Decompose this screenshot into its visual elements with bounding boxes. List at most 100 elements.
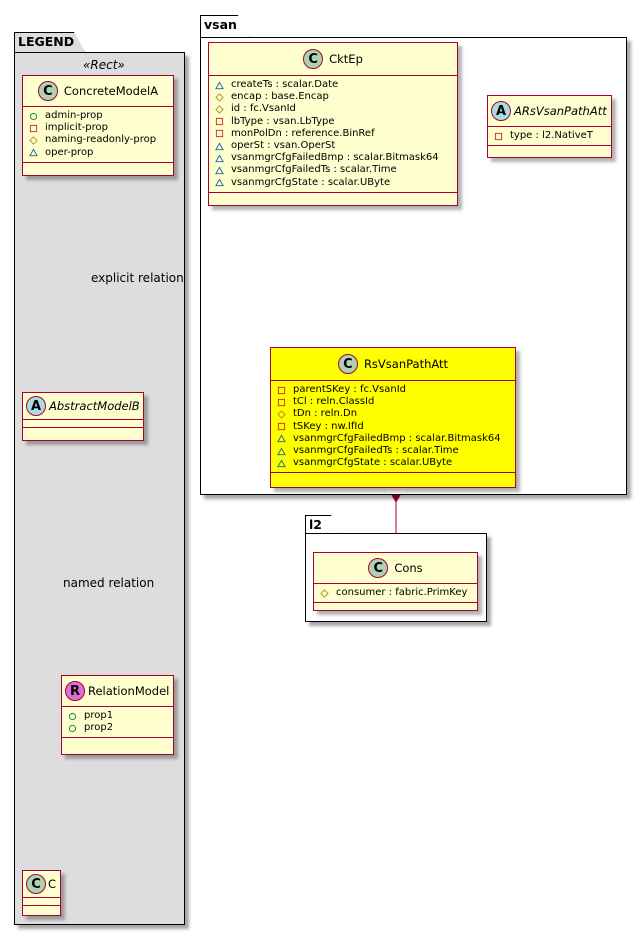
attribute-row: oper-prop [29,147,173,159]
visibility-package-icon [215,154,227,163]
attribute-text: prop1 [84,710,114,721]
attribute-row: tSKey : nw.IfId [277,421,515,433]
explicit-relation-label: explicit relation [91,271,184,285]
attribute-row: prop2 [68,722,173,734]
visibility-private-icon [494,132,506,141]
class-header: C C [23,871,60,898]
visibility-private-icon [277,386,289,395]
method-compartment [314,603,477,611]
legend-package-body [14,52,185,925]
attribute-row: operSt : vsan.OperSt [215,140,457,152]
method-compartment [62,738,173,746]
attribute-row: monPolDn : reference.BinRef [215,128,457,140]
attribute-text: tDn : reln.Dn [293,408,358,420]
visibility-protected-icon [29,136,41,145]
class-spot-icon: C [368,558,389,578]
visibility-protected-icon [215,93,227,102]
class-ars-vsan-path-att[interactable]: A ARsVsanPathAtt type : l2.NativeT [487,95,612,158]
visibility-package-icon [215,141,227,151]
attribute-text: naming-readonly-prop [45,134,157,146]
class-spot-icon: C [337,354,358,374]
visibility-public-icon [68,724,80,733]
attribute-text: vsanmgrCfgFailedBmp : scalar.Bitmask64 [293,432,501,444]
visibility-protected-icon [277,410,289,419]
visibility-package-icon [215,166,227,175]
class-header: C ConcreteModelA [23,76,173,107]
class-abstract-model-b[interactable]: A AbstractModelB [22,392,144,441]
visibility-private-icon [277,422,289,431]
visibility-private-icon [215,129,227,138]
class-header: C RsVsanPathAtt [271,348,515,381]
attribute-text: createTs : scalar.Date [231,79,339,90]
attribute-text: prop2 [84,722,114,734]
abstract-spot-icon: A [491,101,511,121]
class-name: Cons [394,561,423,575]
visibility-public-icon [68,712,80,721]
attribute-row: vsanmgrCfgFailedBmp : scalar.Bitmask64 [277,433,515,445]
class-spot-icon: C [37,81,58,101]
attribute-row: vsanmgrCfgFailedTs : scalar.Time [277,445,515,457]
class-header: C CktEp [209,43,457,76]
attribute-row: vsanmgrCfgState : scalar.UByte [215,177,457,189]
attribute-row: type : l2.NativeT [494,130,611,142]
method-compartment [488,146,611,154]
legend-package-tab: LEGEND [14,32,86,53]
method-compartment [23,906,60,914]
attribute-row: vsanmgrCfgState : scalar.UByte [277,457,515,469]
attribute-list: type : l2.NativeT [488,127,611,147]
attribute-row: consumer : fabric.PrimKey [320,587,477,599]
attribute-row: admin-prop [29,110,173,122]
class-c[interactable]: C C [22,870,61,916]
attribute-text: oper-prop [45,146,94,158]
attribute-text: tCl : reln.ClassId [293,396,375,408]
visibility-package-icon [277,446,289,456]
abstract-spot-icon: A [26,396,46,416]
method-compartment [271,473,515,481]
class-cons[interactable]: C Cons consumer : fabric.PrimKey [313,552,478,611]
vsan-package-tab: vsan [200,15,250,38]
attribute-row: prop1 [68,710,173,722]
attribute-text: implicit-prop [45,122,108,134]
attribute-row: encap : base.Encap [215,91,457,103]
attribute-text: monPolDn : reference.BinRef [231,127,375,139]
method-compartment [23,163,173,171]
attribute-text: lbType : vsan.LbType [231,115,335,127]
class-name: AbstractModelB [49,399,140,413]
attribute-text: operSt : vsan.OperSt [231,139,336,151]
relation-spot-icon: R [65,681,85,701]
attribute-row: id : fc.VsanId [215,103,457,115]
method-compartment [209,193,457,201]
class-header: A ARsVsanPathAtt [488,96,611,127]
l2-package-name: l2 [309,517,322,532]
legend-stereotype: «Rect» [83,58,125,72]
attribute-row: vsanmgrCfgFailedBmp : scalar.Bitmask64 [215,152,457,164]
named-relation-label: named relation [63,576,155,590]
legend-package-name: LEGEND [18,34,75,49]
class-header: A AbstractModelB [23,393,143,420]
visibility-protected-icon [215,105,227,114]
vsan-package-name: vsan [204,17,237,32]
attribute-text: id : fc.VsanId [231,103,296,115]
class-spot-icon: C [303,49,324,69]
attribute-text: consumer : fabric.PrimKey [336,587,468,598]
attribute-compartment [23,420,143,428]
attribute-row: implicit-prop [29,122,173,134]
visibility-private-icon [277,398,289,407]
attribute-text: encap : base.Encap [231,91,329,103]
visibility-package-icon [215,81,227,90]
class-name: ARsVsanPathAtt [514,104,607,118]
attribute-text: type : l2.NativeT [510,130,593,141]
attribute-row: tDn : reln.Dn [277,408,515,420]
attribute-row: createTs : scalar.Date [215,79,457,91]
class-name: CktEp [329,52,363,66]
attribute-row: lbType : vsan.LbType [215,116,457,128]
class-name: RelationModel [88,684,170,698]
l2-package-tab: l2 [305,515,343,534]
